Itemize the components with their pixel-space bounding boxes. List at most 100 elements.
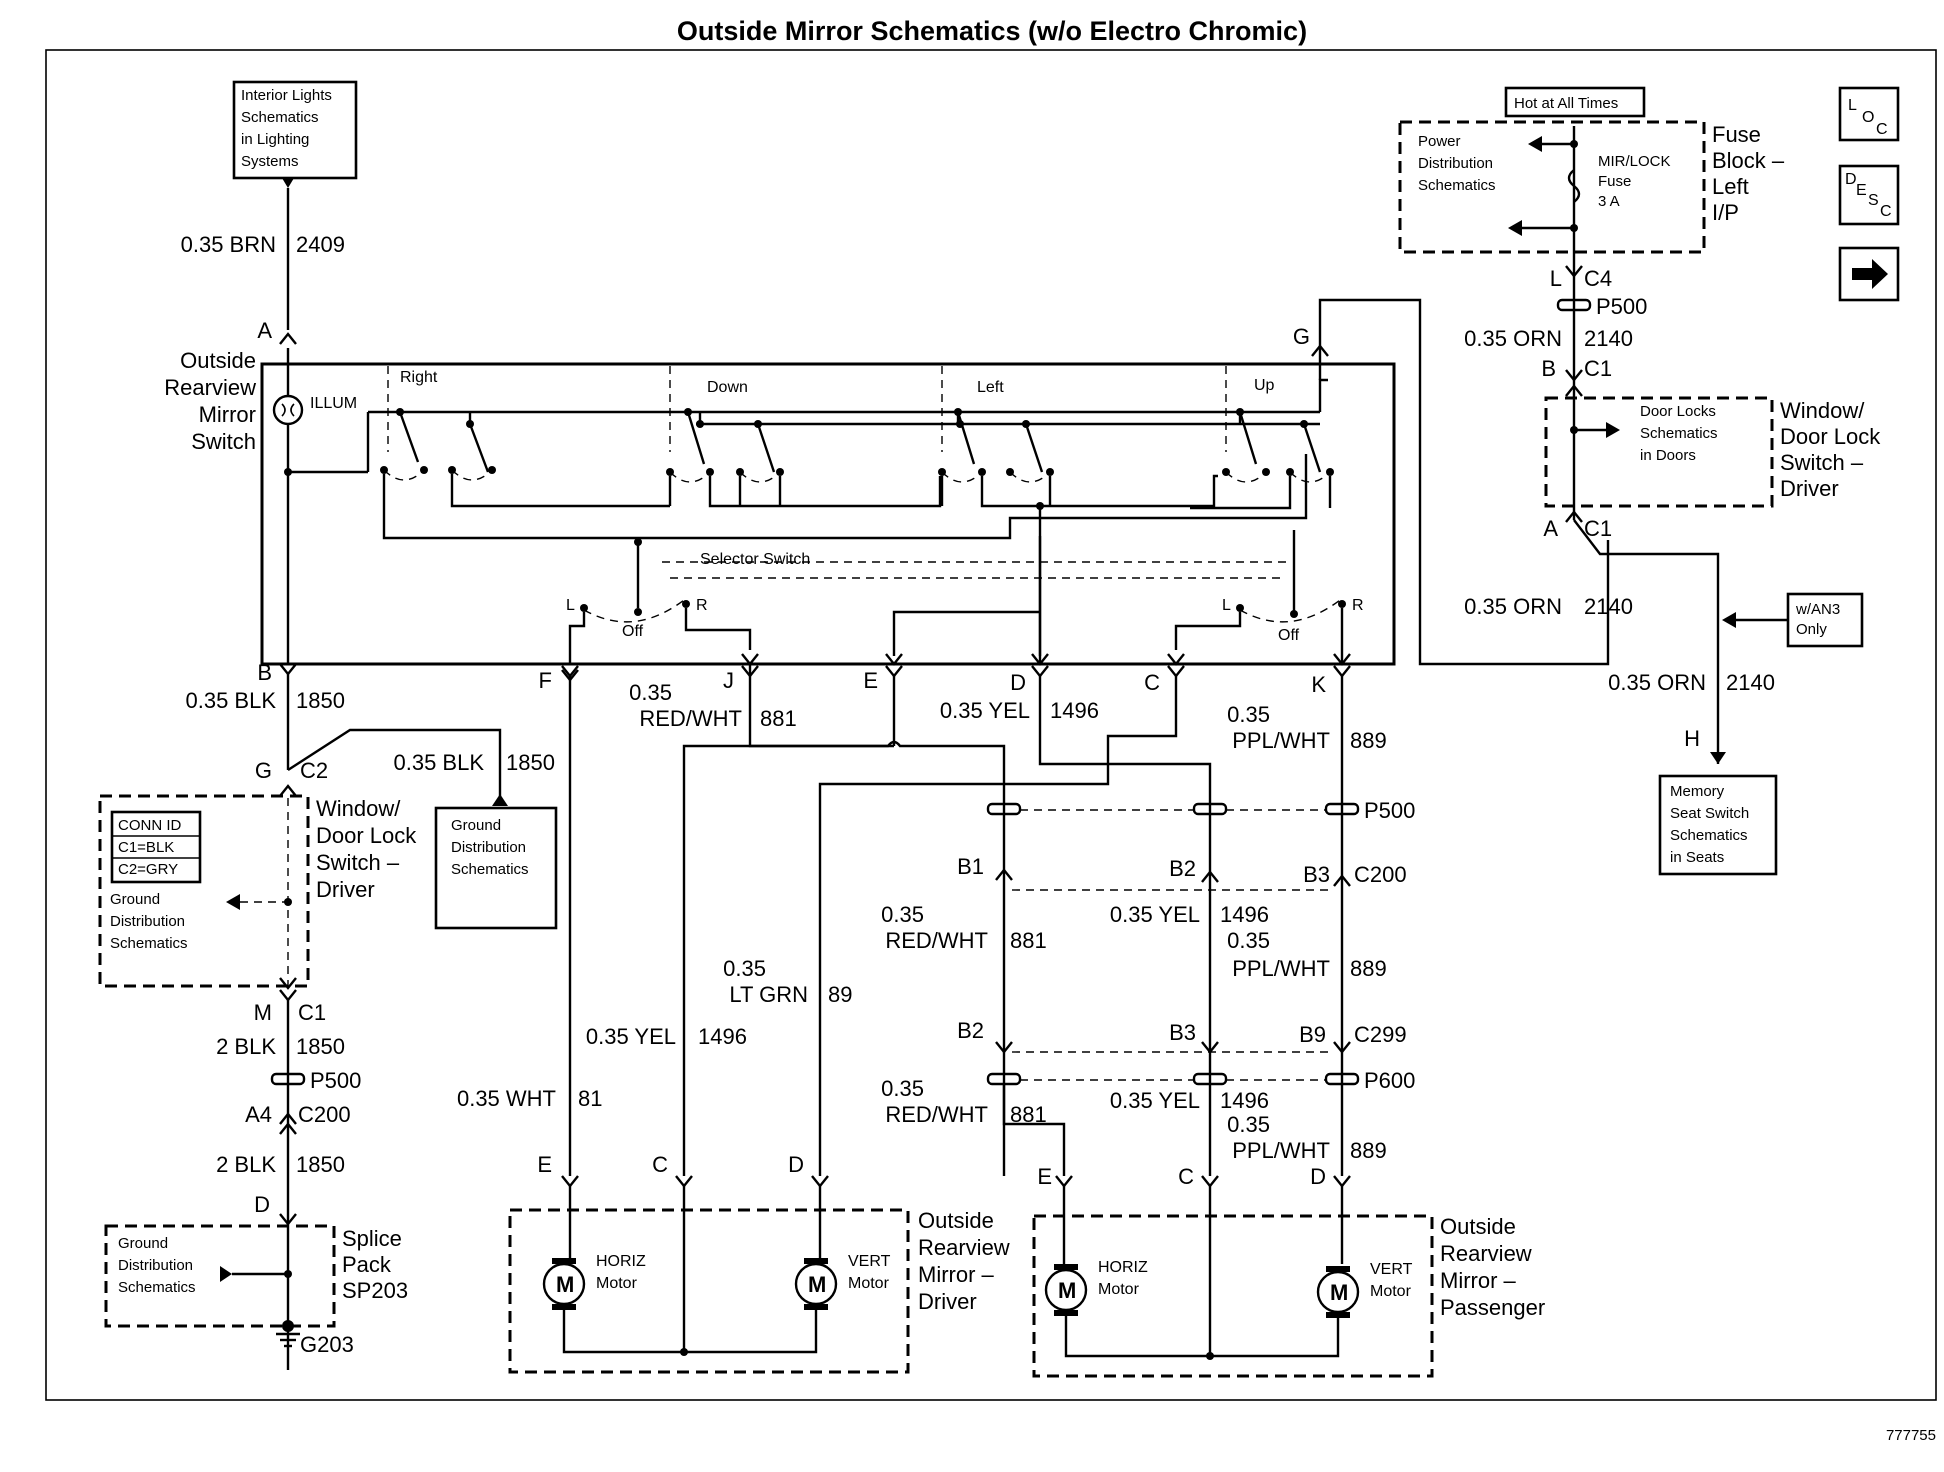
door-locks-3: in Doors: [1640, 447, 1696, 464]
wire-881-top-gauge-2: RED/WHT: [639, 706, 742, 731]
wire-89-gauge-2: LT GRN: [729, 982, 808, 1007]
driver-horiz-label-2: Motor: [596, 1275, 638, 1292]
pin-g-top: G: [1293, 324, 1310, 349]
pin-d-driver: D: [788, 1152, 804, 1177]
connector-c2: C2: [300, 758, 328, 783]
connector-c1-right-b: C1: [1584, 516, 1612, 541]
driver-vert-label-2: Motor: [848, 1275, 890, 1292]
ground-distribution-box: [434, 806, 558, 930]
power-dist-1: Power: [1418, 133, 1461, 150]
driver-mirror-box: [508, 1208, 910, 1374]
desc-button[interactable]: D E S C: [1838, 164, 1900, 226]
wire-81-gauge: 0.35 WHT: [457, 1086, 556, 1111]
splice-pack-box: [104, 1224, 336, 1328]
wire-2140b-gauge: 0.35 ORN: [1464, 594, 1562, 619]
window-door-left-1: Window/: [316, 796, 401, 821]
conn-id-c1: C1=BLK: [118, 839, 174, 856]
pin-e-passenger: E: [1037, 1164, 1052, 1189]
switch-pins: [561, 653, 1351, 682]
wire-889-top-gauge-1: 0.35: [1227, 702, 1270, 727]
passenger-mirror-label-3: Mirror –: [1440, 1268, 1517, 1293]
selector-left-off: Off: [622, 623, 644, 640]
interior-lights-line3: in Lighting: [241, 131, 309, 148]
section-right: Right: [400, 369, 438, 386]
loc-button[interactable]: L O C: [1838, 86, 1900, 142]
pin-f: F: [539, 668, 552, 693]
connector-p500-right: P500: [1596, 294, 1647, 319]
memory-seat-1: Memory: [1670, 783, 1725, 800]
pin-d: D: [1010, 670, 1026, 695]
splice-pack-3: SP203: [342, 1278, 408, 1303]
memory-seat-box: [1658, 774, 1778, 876]
connector-p500-left: P500: [310, 1068, 361, 1093]
pin-b-bottom: B: [257, 660, 272, 685]
fuse-block-4: I/P: [1712, 200, 1739, 225]
selector-right-l: L: [1222, 597, 1231, 614]
window-door-left-2: Door Lock: [316, 823, 417, 848]
conn-id-title: CONN ID: [118, 817, 182, 834]
svg-text:M: M: [556, 1272, 574, 1297]
hot-at-all-times-box: [1504, 86, 1646, 118]
connector-a-top: A: [257, 318, 272, 343]
svg-text:M: M: [1330, 1280, 1348, 1305]
interior-lights-line4: Systems: [241, 153, 299, 170]
ground-dist-left-3: Schematics: [110, 935, 188, 952]
wire-1496-top-gauge: 0.35 YEL: [940, 698, 1030, 723]
fuse-label-2: Fuse: [1598, 173, 1631, 190]
pin-j: J: [723, 668, 734, 693]
wire-889-mid-gauge-2: PPL/WHT: [1232, 956, 1330, 981]
passenger-horiz-motor-icon: M: [1044, 1264, 1088, 1316]
next-button[interactable]: [1838, 246, 1900, 302]
pin-c-passenger: C: [1178, 1164, 1194, 1189]
wire-1496-low-gauge: 0.35 YEL: [1110, 1088, 1200, 1113]
wire-1496-driver-gauge: 0.35 YEL: [586, 1024, 676, 1049]
wire-2140c-gauge: 0.35 ORN: [1608, 670, 1706, 695]
wire-1850-gauge: 0.35 BLK: [185, 688, 276, 713]
selector-right-off: Off: [1278, 627, 1300, 644]
fuse-icon: [1567, 169, 1581, 203]
connector-p600: P600: [1364, 1068, 1415, 1093]
wire-889-mid-gauge-1: 0.35: [1227, 928, 1270, 953]
right-arrow-icon: [1852, 259, 1888, 289]
wire-2140b-circuit: 2140: [1584, 594, 1633, 619]
wire-881-mid-gauge-1: 0.35: [881, 902, 924, 927]
selector-left-r: R: [696, 597, 708, 614]
connector-b-c1: B: [1541, 356, 1556, 381]
pin-c-driver: C: [652, 1152, 668, 1177]
ground-icon: [276, 1320, 300, 1348]
figure-id: 777755: [1886, 1427, 1936, 1444]
p600-row: [986, 1072, 1360, 1086]
connector-g-c2: G: [255, 758, 272, 783]
illum-lamp-icon: [272, 394, 304, 426]
connector-d-splice: D: [254, 1192, 270, 1217]
p500-mid-row: [986, 802, 1360, 816]
driver-vert-label-1: VERT: [848, 1253, 891, 1270]
w-an3-2: Only: [1796, 621, 1827, 638]
switch-label-1: Outside: [180, 348, 256, 373]
memory-seat-2: Seat Switch: [1670, 805, 1749, 822]
passenger-mirror-label-1: Outside: [1440, 1214, 1516, 1239]
illum-label: ILLUM: [310, 395, 357, 412]
passenger-mirror-box: [1032, 1214, 1434, 1378]
pin-d-passenger: D: [1310, 1164, 1326, 1189]
selector-right-r: R: [1352, 597, 1364, 614]
window-door-left-3: Switch –: [316, 850, 400, 875]
connector-l-c4: L: [1550, 266, 1562, 291]
wire-1850-2blk-gauge: 2 BLK: [216, 1034, 276, 1059]
wire-889-low-gauge-2: PPL/WHT: [1232, 1138, 1330, 1163]
switch-label-2: Rearview: [164, 375, 256, 400]
wire-889-mid-circuit: 889: [1350, 956, 1387, 981]
memory-seat-3: Schematics: [1670, 827, 1748, 844]
connector-a-c1: A: [1543, 516, 1558, 541]
passenger-mirror-label-4: Passenger: [1440, 1295, 1545, 1320]
wire-881-mid-gauge-2: RED/WHT: [885, 928, 988, 953]
section-left: Left: [977, 379, 1004, 396]
driver-horiz-label-1: HORIZ: [596, 1253, 646, 1270]
wire-1496-top-circuit: 1496: [1050, 698, 1099, 723]
connector-c1-left: C1: [298, 1000, 326, 1025]
wire-881-mid-circuit: 881: [1010, 928, 1047, 953]
power-dist-3: Schematics: [1418, 177, 1496, 194]
switch-label-4: Switch: [191, 429, 256, 454]
ground-dist-left-2: Distribution: [110, 913, 185, 930]
door-locks-1: Door Locks: [1640, 403, 1716, 420]
